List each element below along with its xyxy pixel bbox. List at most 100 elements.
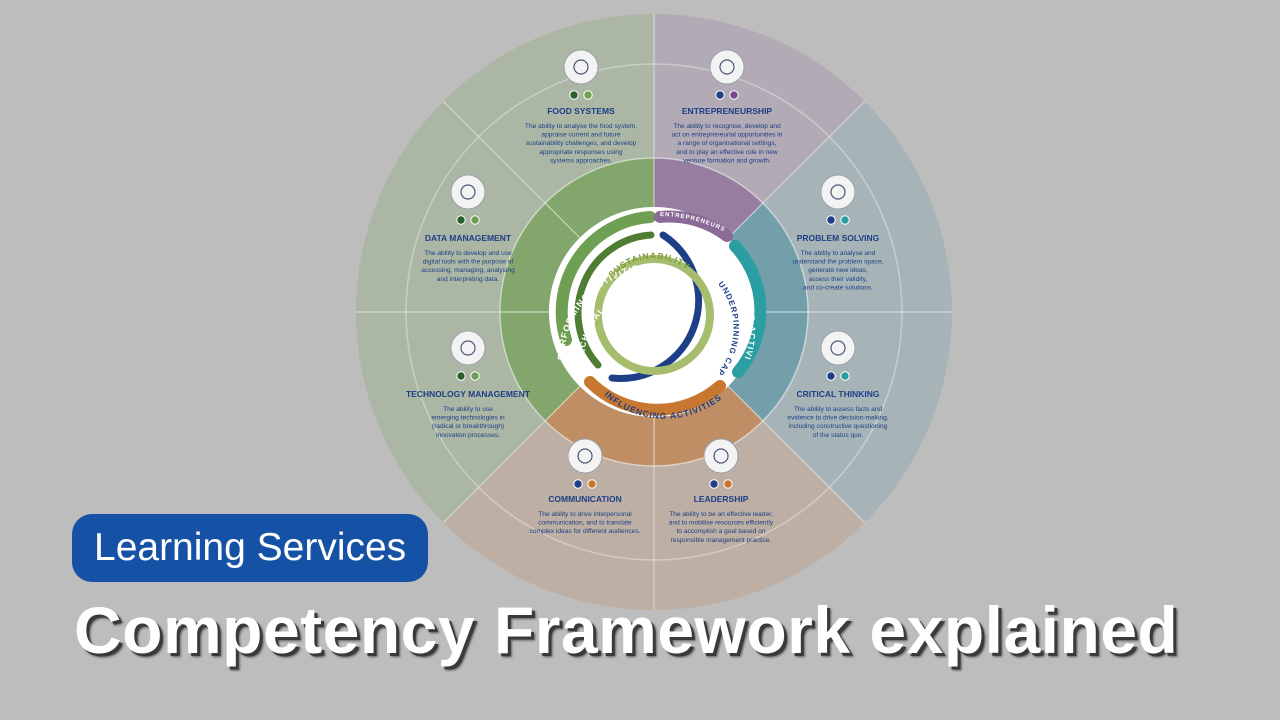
compass-icon xyxy=(563,49,599,85)
inner-band xyxy=(500,158,809,467)
category-dot xyxy=(583,90,593,100)
inner-band-divider xyxy=(544,385,581,422)
segment-description-line: digital tools with the purpose of xyxy=(423,259,514,266)
segment-description-line: sustainability challenges, and develop xyxy=(526,140,637,147)
segment-description-line: and interpreting data. xyxy=(437,276,499,283)
entrepreneurship-arc xyxy=(654,210,733,242)
segment-lead: LEADERSHIP The ability to be an effective… xyxy=(669,438,774,544)
segment-description-line: The ability to recognise, develop and xyxy=(673,123,781,130)
segment-description-line: The ability to use xyxy=(443,406,493,413)
segment-description-line: communication, and to translate xyxy=(538,520,632,527)
segment-description-line: and to mobilise resources efficiently xyxy=(669,520,774,527)
lightbulb-icon-glyph xyxy=(830,184,846,200)
inner-band-divider xyxy=(544,202,581,239)
segment-description-line: generate new ideas, xyxy=(808,267,868,274)
category-dot xyxy=(826,215,836,225)
outer-band-divider xyxy=(442,100,546,204)
segment-description-line: appraise current and future xyxy=(541,132,621,139)
segment-description-line: a range of organisational settings, xyxy=(678,140,777,147)
segment-description-line: to accomplish a goal based on xyxy=(676,528,765,535)
outer-band-divider xyxy=(762,420,866,524)
category-dot xyxy=(729,90,739,100)
cloud-chart-icon-glyph xyxy=(460,184,476,200)
cloud-chart-icon xyxy=(450,174,486,210)
team-icon-glyph xyxy=(713,448,729,464)
category-dot xyxy=(587,479,597,489)
team-icon xyxy=(703,438,739,474)
segment-description-line: The ability to analyse the food system, xyxy=(525,123,637,130)
segment-description-line: appropriate responses using xyxy=(539,149,623,156)
category-dot xyxy=(826,371,836,381)
inner-arcs xyxy=(555,210,767,416)
segments-layer: FOOD SYSTEMS The ability to analyse the f… xyxy=(406,49,889,544)
video-headline: Competency Framework explained xyxy=(74,593,1179,667)
technical-arc xyxy=(574,231,655,369)
brain-gear-icon xyxy=(450,330,486,366)
segment-entre: ENTREPRENEURSHIP The ability to recognise… xyxy=(672,49,783,164)
category-dot xyxy=(840,371,850,381)
brain-cycle-icon-glyph xyxy=(830,340,846,356)
category-dot xyxy=(456,215,466,225)
compass-icon-glyph xyxy=(573,59,589,75)
segment-title: ENTREPRENEURSHIP xyxy=(682,106,773,116)
segment-title: FOOD SYSTEMS xyxy=(547,106,615,116)
brain-cycle-icon xyxy=(820,330,856,366)
segment-tech: TECHNOLOGY MANAGEMENT The ability to use e… xyxy=(406,330,531,439)
lightbulb-icon xyxy=(820,174,856,210)
category-dot xyxy=(840,215,850,225)
category-dot xyxy=(569,90,579,100)
speech-bubble-icon xyxy=(567,438,603,474)
category-dot xyxy=(723,479,733,489)
segment-description-line: The ability to be an effective leader, xyxy=(669,511,773,518)
outer-band-orange-sector xyxy=(443,420,865,610)
hand-plant-icon xyxy=(709,49,745,85)
category-dot xyxy=(715,90,725,100)
inner-band-divider xyxy=(727,202,764,239)
segment-description-line: systems approaches. xyxy=(550,157,612,164)
hand-plant-icon-glyph xyxy=(719,59,735,75)
learning-services-badge: Learning Services xyxy=(72,514,429,582)
outer-band xyxy=(355,14,952,610)
segment-description-line: complex ideas for different audiences. xyxy=(530,528,641,535)
category-dot xyxy=(456,371,466,381)
category-dot xyxy=(470,371,480,381)
inner-band-purple-sector xyxy=(654,158,763,238)
segment-description-line: and to play an effective role in new xyxy=(676,149,778,156)
segment-title: TECHNOLOGY MANAGEMENT xyxy=(406,389,531,399)
segment-description-line: innovation processes. xyxy=(436,432,500,439)
ring-outline-mid xyxy=(499,157,809,467)
segment-description-line: responsible management practice. xyxy=(671,537,772,544)
influencing-arc xyxy=(584,376,726,416)
outer-band-purple-sector xyxy=(654,14,865,204)
underpinning-arc xyxy=(608,231,703,382)
segment-description-line: and co-create solutions. xyxy=(803,284,873,291)
segment-description-line: The ability to assess facts and xyxy=(794,406,883,413)
sustainability-ring xyxy=(594,255,714,375)
brain-gear-icon-glyph xyxy=(460,340,476,356)
category-dot xyxy=(470,215,480,225)
segment-description-line: including constructive questioning xyxy=(789,423,888,430)
segment-description-line: act on entrepreneurial opportunities in xyxy=(672,132,783,139)
segment-description-line: (radical or breakthrough) xyxy=(432,423,504,430)
segment-title: COMMUNICATION xyxy=(548,494,622,504)
inner-band-divider xyxy=(727,385,764,422)
category-dot xyxy=(573,479,583,489)
segment-description-line: of the status quo. xyxy=(813,432,864,439)
outer-band-green-sector xyxy=(355,14,654,523)
segment-description-line: venture formation and growth. xyxy=(683,157,771,164)
inner-band-green-sector xyxy=(500,158,654,421)
outer-band-teal-sector xyxy=(762,101,952,523)
thinking-arc xyxy=(729,240,767,378)
segment-problem: PROBLEM SOLVING The ability to analyse an… xyxy=(793,174,884,291)
segment-description-line: emerging technologies in xyxy=(431,415,505,422)
segment-title: LEADERSHIP xyxy=(694,494,749,504)
category-dot xyxy=(709,479,719,489)
segment-description-line: understand the problem space, xyxy=(793,259,884,266)
segment-title: PROBLEM SOLVING xyxy=(797,233,880,243)
segment-description-line: The ability to analyse and xyxy=(801,250,876,257)
segment-title: DATA MANAGEMENT xyxy=(425,233,512,243)
